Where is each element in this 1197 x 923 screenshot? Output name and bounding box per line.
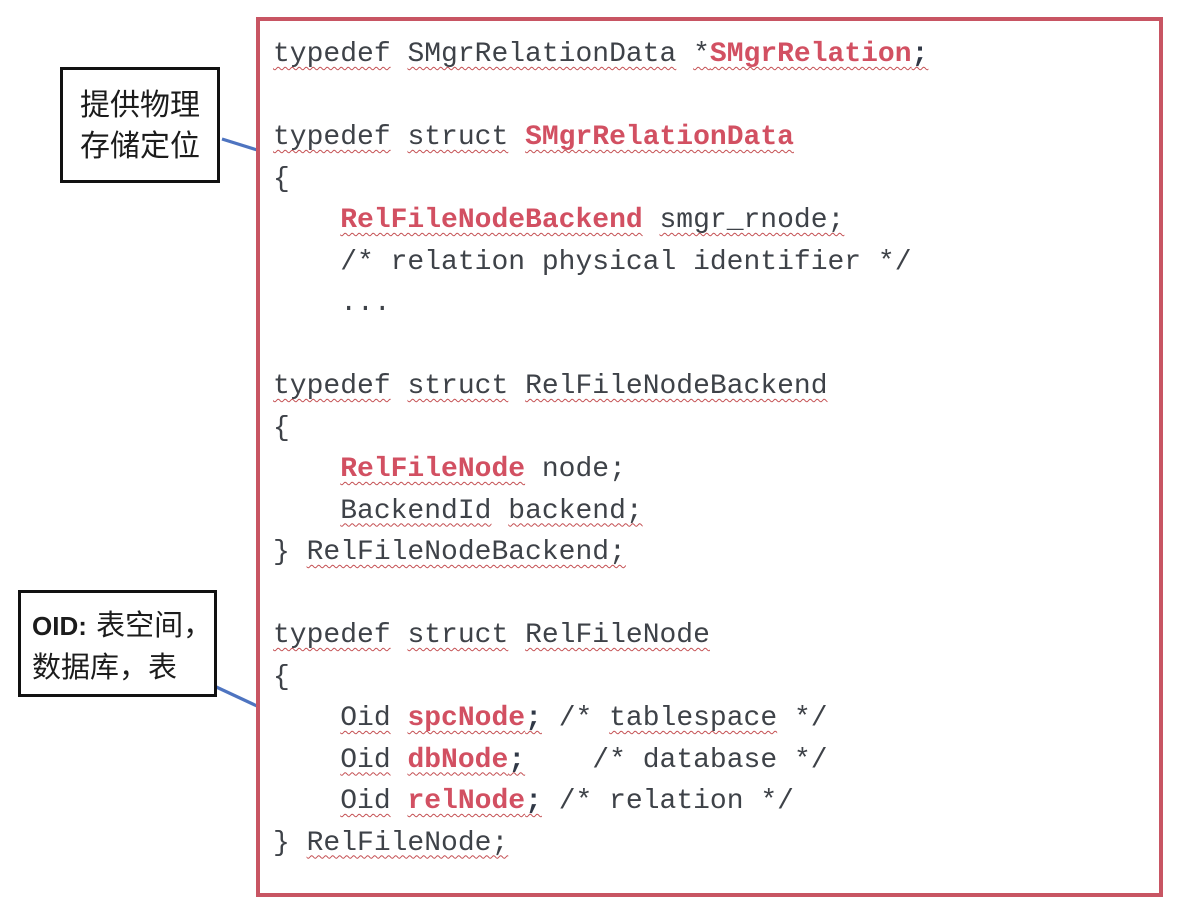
text-segment	[273, 496, 340, 527]
code-line: typedef SMgrRelationData *SMgrRelation;	[273, 34, 1153, 76]
code-block: typedef SMgrRelationData *SMgrRelation; …	[260, 21, 1159, 864]
text-segment: 数据库，表	[32, 649, 178, 684]
text-segment: RelFileNode	[525, 620, 710, 651]
code-line: Oid dbNode; /* database */	[273, 740, 1153, 782]
code-line: {	[273, 408, 1153, 450]
note-physical-storage: 提供物理存储定位	[60, 67, 220, 183]
code-line: } RelFileNode;	[273, 823, 1153, 865]
text-segment: ;	[911, 39, 929, 70]
text-segment: typedef	[273, 122, 391, 153]
text-segment: /*	[541, 703, 610, 734]
text-segment: RelFileNode	[340, 454, 526, 485]
text-segment: Oid	[340, 703, 391, 734]
text-segment: OID:	[32, 611, 87, 641]
text-segment	[391, 620, 408, 651]
text-segment: struct	[407, 371, 509, 402]
text-segment: backend;	[508, 495, 643, 527]
text-segment	[391, 122, 408, 153]
code-line: typedef struct SMgrRelationData	[273, 117, 1153, 159]
note-line: OID: 表空间，	[32, 605, 214, 647]
text-segment: ;	[508, 744, 526, 776]
text-segment: typedef	[273, 39, 391, 70]
text-segment: */	[777, 703, 828, 734]
text-segment: tablespace	[609, 703, 778, 734]
text-segment	[391, 39, 408, 70]
code-panel: typedef SMgrRelationData *SMgrRelation; …	[256, 17, 1163, 897]
text-segment: typedef	[273, 371, 391, 402]
text-segment: RelFileNodeBackend	[340, 205, 643, 236]
note-line: 提供物理	[80, 84, 200, 126]
text-segment: /* relation physical identifier */	[340, 246, 912, 278]
text-segment	[391, 745, 408, 776]
text-segment	[508, 122, 525, 153]
code-line	[273, 76, 1153, 118]
text-segment	[273, 454, 340, 485]
text-segment	[508, 371, 525, 402]
code-line: RelFileNodeBackend smgr_rnode;	[273, 200, 1153, 242]
text-segment: ...	[340, 288, 391, 319]
text-segment: /* relation */	[541, 786, 794, 817]
text-segment: SMgrRelation	[709, 39, 912, 70]
text-segment	[273, 786, 340, 817]
text-segment: SMgrRelationData	[525, 122, 794, 153]
text-segment: ;	[525, 703, 542, 734]
text-segment: ;	[525, 786, 542, 817]
text-segment	[273, 205, 340, 236]
text-segment: SMgrRelationData	[407, 39, 677, 70]
text-segment: 表空间，	[86, 608, 213, 642]
note-line: 数据库，表	[32, 647, 214, 689]
code-line: typedef struct RelFileNodeBackend	[273, 366, 1153, 408]
text-segment: spcNode	[407, 703, 526, 734]
text-segment: }	[273, 827, 307, 859]
text-segment: RelFileNode;	[306, 827, 509, 859]
text-segment	[491, 496, 508, 527]
text-segment: BackendId	[340, 495, 492, 527]
text-segment: relNode	[407, 786, 526, 817]
code-line	[273, 574, 1153, 616]
text-segment: dbNode	[407, 744, 509, 776]
text-segment	[273, 745, 340, 776]
text-segment: {	[273, 412, 290, 444]
code-line: /* relation physical identifier */	[273, 242, 1153, 284]
text-segment	[508, 620, 525, 651]
text-segment	[273, 703, 340, 734]
text-segment: {	[273, 163, 290, 195]
text-segment: 存储定位	[80, 129, 200, 164]
text-segment	[525, 454, 542, 485]
text-segment: }	[273, 537, 307, 568]
text-segment: *	[693, 39, 710, 70]
text-segment: struct	[407, 122, 509, 153]
code-line: Oid relNode; /* relation */	[273, 781, 1153, 823]
text-segment: RelFileNodeBackend	[525, 371, 828, 402]
text-segment: 提供物理	[80, 87, 200, 123]
text-segment: RelFileNodeBackend;	[306, 537, 626, 568]
text-segment: Oid	[340, 744, 391, 776]
text-segment	[273, 288, 340, 319]
code-line: Oid spcNode; /* tablespace */	[273, 698, 1153, 740]
text-segment	[391, 371, 408, 402]
code-line	[273, 325, 1153, 367]
note-oid-meaning: OID: 表空间，数据库，表	[18, 590, 217, 697]
code-line: BackendId backend;	[273, 491, 1153, 533]
text-segment	[391, 703, 408, 734]
text-segment	[273, 247, 340, 278]
text-segment	[676, 39, 693, 70]
note-line: 存储定位	[80, 125, 200, 167]
text-segment	[643, 205, 660, 236]
text-segment: {	[273, 661, 290, 693]
code-line: RelFileNode node;	[273, 449, 1153, 491]
code-line: typedef struct RelFileNode	[273, 615, 1153, 657]
text-segment: node;	[541, 454, 626, 485]
code-line: ...	[273, 283, 1153, 325]
text-segment: typedef	[273, 620, 391, 651]
code-line: } RelFileNodeBackend;	[273, 532, 1153, 574]
text-segment: struct	[407, 620, 509, 651]
text-segment: Oid	[340, 786, 391, 817]
code-line: {	[273, 159, 1153, 201]
text-segment	[391, 786, 408, 817]
text-segment: smgr_rnode;	[659, 205, 845, 236]
code-line: {	[273, 657, 1153, 699]
text-segment: /* database */	[525, 744, 828, 776]
